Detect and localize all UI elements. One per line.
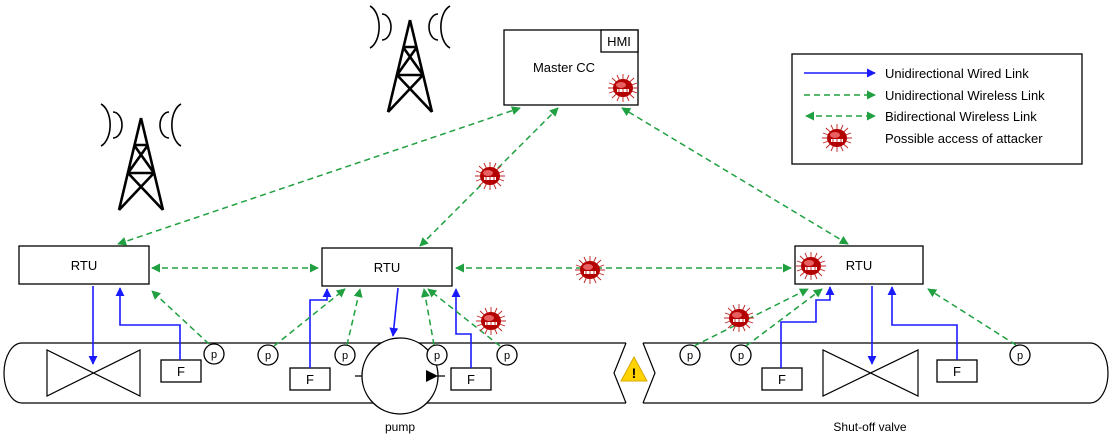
pressure-sensor-label: p — [211, 349, 217, 361]
pump-label: pump — [385, 420, 415, 434]
attacker-icon — [723, 303, 755, 333]
attacker-icon — [475, 306, 507, 336]
rtu-center-box — [321, 247, 453, 287]
hmi-label: HMI — [607, 34, 631, 49]
legend-item-attacker: Possible access of attacker — [885, 131, 1043, 146]
radio-tower-icon — [100, 103, 182, 211]
pressure-sensor-label: p — [434, 350, 440, 362]
rtu-center-label: RTU — [374, 260, 400, 275]
pressure-sensor-label: p — [738, 350, 744, 362]
pump-icon — [355, 337, 445, 415]
pipeline — [3, 342, 1109, 404]
unidirectional-wireless-links — [151, 288, 1017, 347]
attacker-icon — [795, 251, 827, 281]
master-cc-label: Master CC — [533, 60, 595, 75]
legend-item-bi-wireless: Bidirectional Wireless Link — [885, 109, 1037, 124]
pressure-sensor-label: p — [342, 350, 348, 362]
valve-label: Shut-off valve — [833, 420, 906, 434]
master-cc-box — [503, 29, 639, 106]
rtu-left-box — [18, 245, 150, 285]
rtu-left-label: RTU — [71, 258, 97, 273]
pressure-sensor-label: p — [687, 350, 693, 362]
rtu-right-label: RTU — [846, 258, 872, 273]
legend-attacker-icon — [821, 123, 853, 153]
flow-sensor-label: F — [467, 372, 475, 387]
warning-icon: ! — [620, 355, 648, 382]
legend-item-wired: Unidirectional Wired Link — [885, 66, 1029, 81]
attacker-icon — [574, 255, 606, 285]
attacker-icon — [474, 161, 506, 191]
flow-sensor — [761, 367, 803, 391]
flow-sensor-label: F — [306, 372, 314, 387]
svg-text:!: ! — [632, 365, 637, 381]
valve-left — [46, 349, 141, 397]
flow-sensor-label: F — [953, 364, 961, 379]
attacker-icon — [607, 73, 639, 103]
flow-sensor-label: F — [778, 372, 786, 387]
flow-sensor-label: F — [177, 364, 185, 379]
bidirectional-wireless-links — [117, 106, 849, 273]
pressure-sensor-label: p — [1017, 350, 1023, 362]
pressure-sensors — [203, 343, 1031, 366]
pressure-sensor-label: p — [265, 350, 271, 362]
shutoff-valve — [822, 349, 919, 397]
flow-sensor — [160, 359, 202, 383]
legend-item-uni-wireless: Unidirectional Wireless Link — [885, 88, 1045, 103]
pressure-sensor-label: p — [504, 350, 510, 362]
radio-tower-icon — [369, 5, 451, 113]
